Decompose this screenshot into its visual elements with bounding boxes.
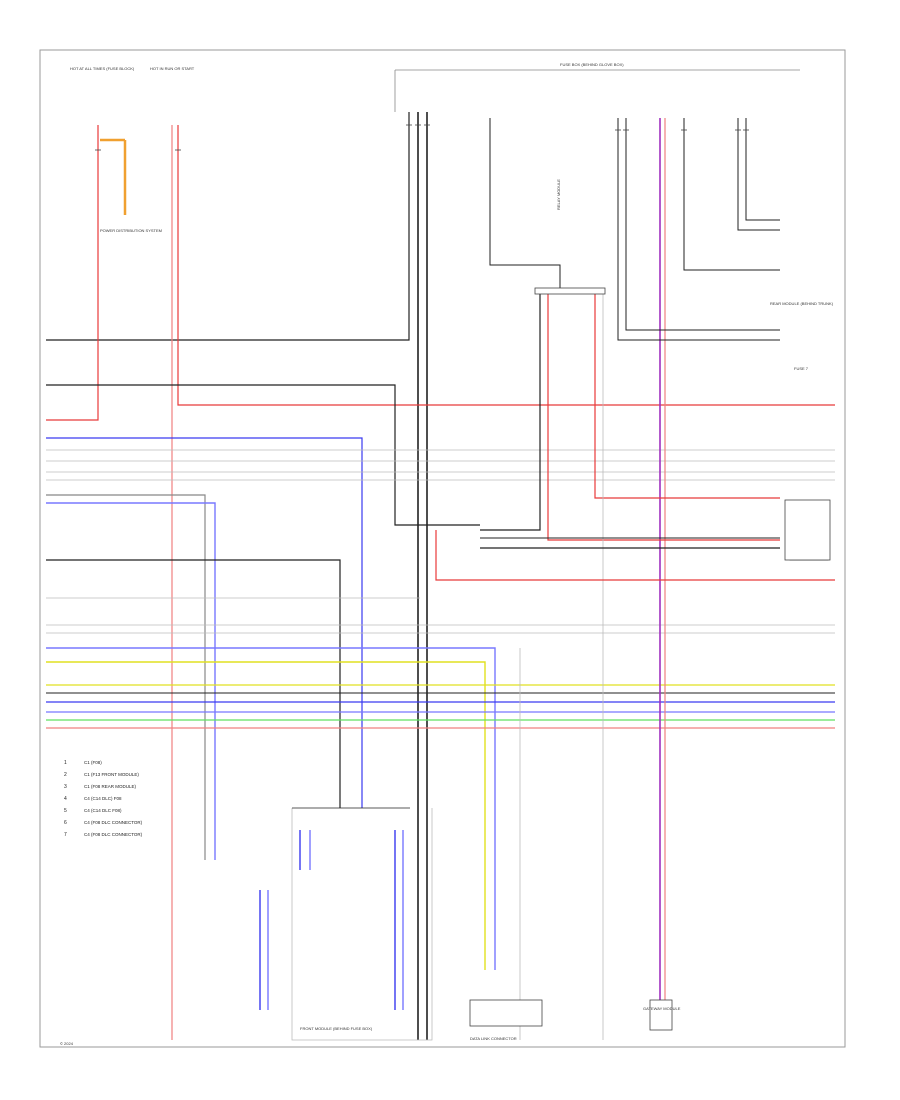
legend-label: C1 (F08)	[84, 760, 102, 765]
right-module-bracket	[784, 499, 831, 561]
wire-blue-1	[46, 437, 363, 808]
data-link-connector-box	[469, 999, 543, 1027]
wire-right-1	[617, 118, 780, 341]
wire-relay-red-2	[594, 290, 780, 499]
gateway-label: GATEWAY MODULE	[643, 1006, 681, 1011]
gateway-module-box	[649, 999, 673, 1031]
relay-module-label: RELAY MODULE	[556, 179, 561, 210]
legend-number: 6	[64, 820, 67, 826]
wire-right-2	[625, 118, 780, 331]
wire-gateway-box	[291, 808, 433, 1041]
legend-number: 2	[64, 772, 67, 778]
diagram-frame	[39, 49, 846, 1048]
wire-red-main	[177, 125, 835, 406]
front-module-label: FRONT MODULE (BEHIND FUSE BOX)	[300, 1026, 373, 1031]
wire-right-4	[737, 118, 780, 231]
legend-label: C4 (F08 DLC CONNECTOR)	[84, 820, 143, 825]
top-left-label-2: HOT IN RUN OR START	[150, 66, 195, 71]
rear-module-label: REAR MODULE (BEHIND TRUNK)	[770, 301, 834, 306]
legend-number: 5	[64, 808, 67, 814]
legend-label: C4 (C14 DLC) F08	[84, 796, 122, 801]
fuse-7-label: FUSE 7	[794, 366, 809, 371]
footer-label: © 2024	[60, 1041, 74, 1046]
power-distribution-label: POWER DISTRIBUTION SYSTEM	[100, 228, 162, 233]
wire-lightblue-bus	[46, 647, 496, 970]
wire-relay-red	[547, 290, 780, 541]
wire-relay-feed	[489, 118, 561, 290]
wire-grey-1	[46, 494, 206, 860]
wire-red-bottom-loop	[435, 530, 835, 581]
legend-label: C1 (F13 FRONT MODULE)	[84, 772, 139, 777]
wire-black-mid	[46, 384, 480, 526]
legend-number: 1	[64, 760, 67, 766]
wire-relay-out-1	[480, 290, 541, 531]
legend-label: C4 (C14 DLC F08)	[84, 808, 122, 813]
wire-right-5	[745, 118, 780, 221]
top-right-label: FUSE BOX (BEHIND GLOVE BOX)	[560, 62, 624, 67]
component-layer	[95, 124, 831, 1031]
wire-lightblue-1	[46, 502, 216, 860]
top-left-label-1: HOT AT ALL TIMES (FUSE BLOCK)	[70, 66, 135, 71]
legend-number: 4	[64, 796, 67, 802]
legend-label: C1 (F08 REAR MODULE)	[84, 784, 137, 789]
wire-yellow-bus	[46, 661, 486, 970]
label-layer: HOT AT ALL TIMES (FUSE BLOCK) HOT IN RUN …	[60, 62, 834, 1046]
legend-number: 7	[64, 832, 67, 838]
data-link-label: DATA LINK CONNECTOR	[470, 1036, 517, 1041]
wire-right-3	[683, 118, 780, 271]
legend: 1 C1 (F08) 2 C1 (F13 FRONT MODULE) 3 C1 (F08 …	[64, 760, 143, 838]
wire-black-to-left	[46, 112, 410, 341]
relay-module-box	[534, 287, 606, 295]
legend-label: C4 (F08 DLC CONNECTOR)	[84, 832, 143, 837]
wire-layer	[46, 69, 835, 1041]
wire-black-low	[46, 559, 341, 808]
legend-number: 3	[64, 784, 67, 790]
wire-red-left-1	[46, 125, 99, 421]
